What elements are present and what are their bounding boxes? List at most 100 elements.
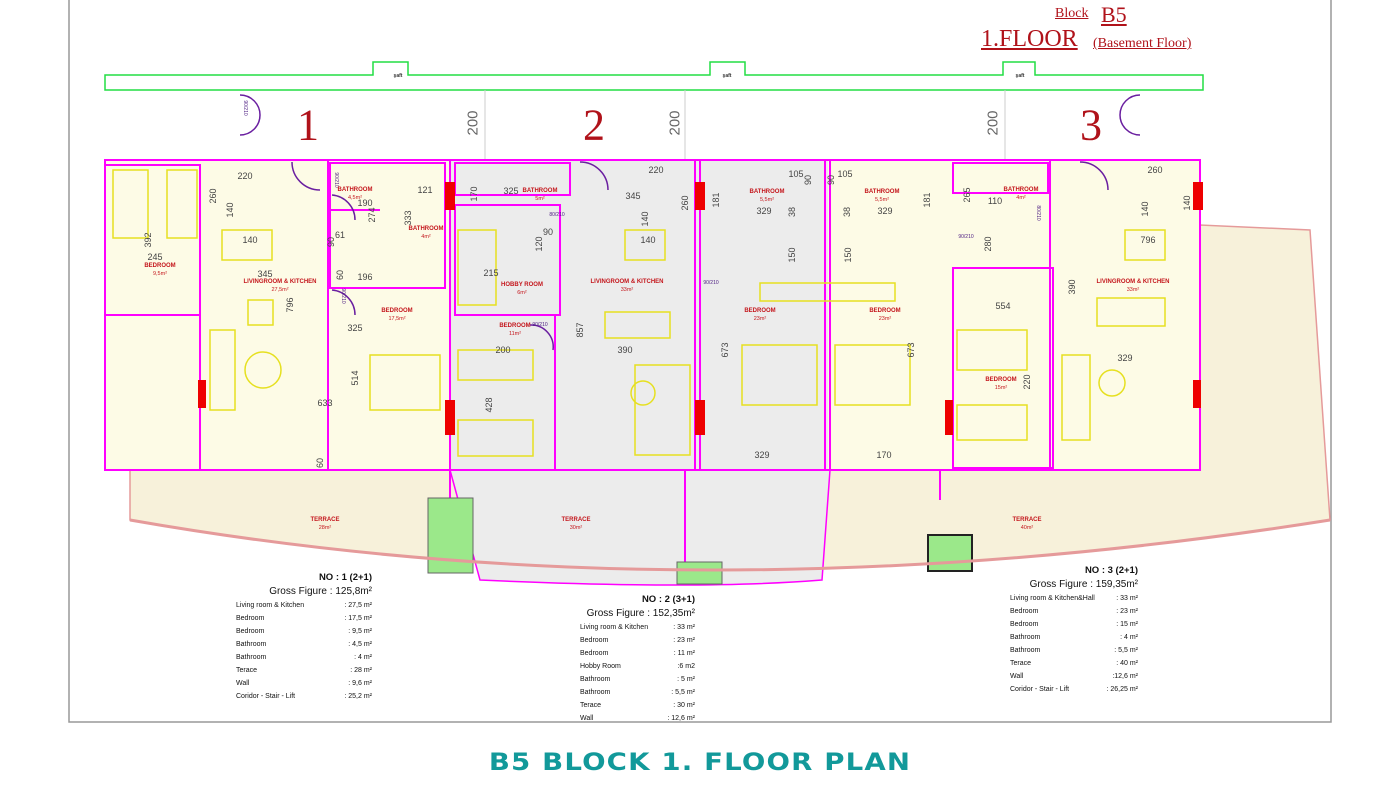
area-row: Bedroom : 23 m² xyxy=(1010,605,1138,618)
door-size-label: 90/210 xyxy=(242,100,248,116)
unit-no: NO : 2 (3+1) xyxy=(641,594,695,605)
dimension-label: 120 xyxy=(534,236,544,252)
unit-no: NO : 1 (2+1) xyxy=(318,572,372,583)
gross-figure: Gross Figure : 159,35m² xyxy=(1029,579,1138,590)
area-value: :12,6 m² xyxy=(1112,673,1138,680)
door-size-label: 80/210 xyxy=(549,212,565,218)
dimension-label: 280 xyxy=(983,236,993,252)
unit-2-summary: NO : 2 (3+1) Gross Figure : 152,35m² Liv… xyxy=(580,594,695,725)
area-label: Bathroom xyxy=(1010,647,1041,654)
area-value: : 33 m² xyxy=(1116,595,1138,602)
dimension-label: 60 xyxy=(315,457,325,469)
dimension-label: 390 xyxy=(617,345,633,355)
area-label: Coridor - Stair - Lift xyxy=(1010,686,1070,693)
dimension-label: 196 xyxy=(357,272,373,282)
door-size-label: 90/210 xyxy=(703,280,719,286)
area-row: Terace : 28 m² xyxy=(236,664,372,677)
area-label: Terace xyxy=(236,667,258,674)
area-row: Terace: 40 m² xyxy=(1010,657,1138,670)
dimension-label: 38 xyxy=(787,206,797,218)
dimension-label: 428 xyxy=(484,397,494,413)
area-label: Bedroom xyxy=(1010,608,1039,615)
dimension-label: 90 xyxy=(826,174,836,186)
floor-note: (Basement Floor) xyxy=(1093,36,1192,51)
plan-title: B5 BLOCK 1. FLOOR PLAN xyxy=(488,748,912,776)
area-label: Living room & Kitchen&Hall xyxy=(1010,595,1095,602)
shaft-label: şaft xyxy=(393,73,403,79)
area-value: : 23 m² xyxy=(1116,608,1138,615)
area-label: Bathroom xyxy=(580,689,611,696)
dimension-label: 329 xyxy=(1117,353,1133,363)
dimension-label: 200 xyxy=(464,110,482,136)
dimension-label: 181 xyxy=(711,192,721,208)
door-size-label: 90/210 xyxy=(340,288,346,304)
area-row: Bedroom: 23 m² xyxy=(580,634,695,647)
dimension-label: 215 xyxy=(483,268,499,278)
dimension-label: 200 xyxy=(666,110,684,136)
area-value: : 30 m² xyxy=(673,702,695,709)
dimension-label: 121 xyxy=(417,185,433,195)
dimension-label: 220 xyxy=(237,171,253,181)
dimension-label: 140 xyxy=(640,211,650,227)
area-row: Living room & Kitchen&Hall : 33 m² xyxy=(1010,592,1138,605)
shaft-label: şaft xyxy=(1015,73,1025,79)
area-row: Bathroom: 4,5 m² xyxy=(236,638,372,651)
dimension-label: 796 xyxy=(1140,235,1156,245)
area-label: Bedroom xyxy=(580,650,609,657)
planter xyxy=(927,534,973,572)
area-label: Bathroom xyxy=(1010,634,1041,641)
unit-1-summary: NO : 1 (2+1) Gross Figure : 125,8m² Livi… xyxy=(236,572,372,703)
area-row: Bathroom: 5 m² xyxy=(580,673,695,686)
dimension-label: 105 xyxy=(837,169,853,179)
dimension-label: 170 xyxy=(876,450,892,460)
dimension-label: 265 xyxy=(962,187,972,203)
area-value: : 28 m² xyxy=(350,667,372,674)
area-row: Bathroom: 4 m² xyxy=(236,651,372,664)
dimension-label: 857 xyxy=(575,322,585,338)
area-label: Terace xyxy=(1010,660,1032,667)
area-row: Living room & Kitchen: 27,5 m² xyxy=(236,599,372,612)
area-value: : 9,5 m² xyxy=(348,628,372,635)
dimension-label: 554 xyxy=(995,301,1011,311)
area-label: Hobby Room xyxy=(580,663,621,670)
area-value: : 12,6 m² xyxy=(667,715,695,722)
dimension-label: 61 xyxy=(334,230,346,240)
area-row: Terace: 30 m² xyxy=(580,699,695,712)
dimension-label: 329 xyxy=(877,206,893,216)
dimension-label: 90 xyxy=(542,227,554,237)
area-value: : 25,2 m² xyxy=(344,693,372,700)
block-label: Block xyxy=(1055,6,1089,21)
dimension-label: 796 xyxy=(285,297,295,313)
dimension-label: 345 xyxy=(257,269,273,279)
area-row: Bathroom: 5,5 m² xyxy=(580,686,695,699)
area-label: Coridor - Stair - Lift xyxy=(236,693,296,700)
area-value: : 5 m² xyxy=(677,676,695,683)
area-value: : 5,5 m² xyxy=(1114,647,1138,654)
unit-3-floor xyxy=(828,160,1200,470)
dimension-label: 514 xyxy=(350,370,360,386)
area-row: Coridor - Stair - Lift : 25,2 m² xyxy=(236,690,372,703)
dimension-label: 105 xyxy=(788,169,804,179)
unit-no: NO : 3 (2+1) xyxy=(1084,565,1138,576)
unit-2-bedroom-floor xyxy=(700,160,828,470)
area-label: Wall xyxy=(236,680,250,687)
dimension-label: 325 xyxy=(347,323,363,333)
floor-label: 1.FLOOR xyxy=(981,26,1078,52)
dimension-label: 90 xyxy=(803,174,813,186)
area-value: : 27,5 m² xyxy=(344,602,372,609)
dimension-label: 673 xyxy=(906,342,916,358)
area-label: Wall xyxy=(1010,673,1024,680)
area-value: : 11 m² xyxy=(673,650,695,657)
area-value: : 9,6 m² xyxy=(348,680,372,687)
dimension-label: 345 xyxy=(625,191,641,201)
dimension-label: 260 xyxy=(1147,165,1163,175)
